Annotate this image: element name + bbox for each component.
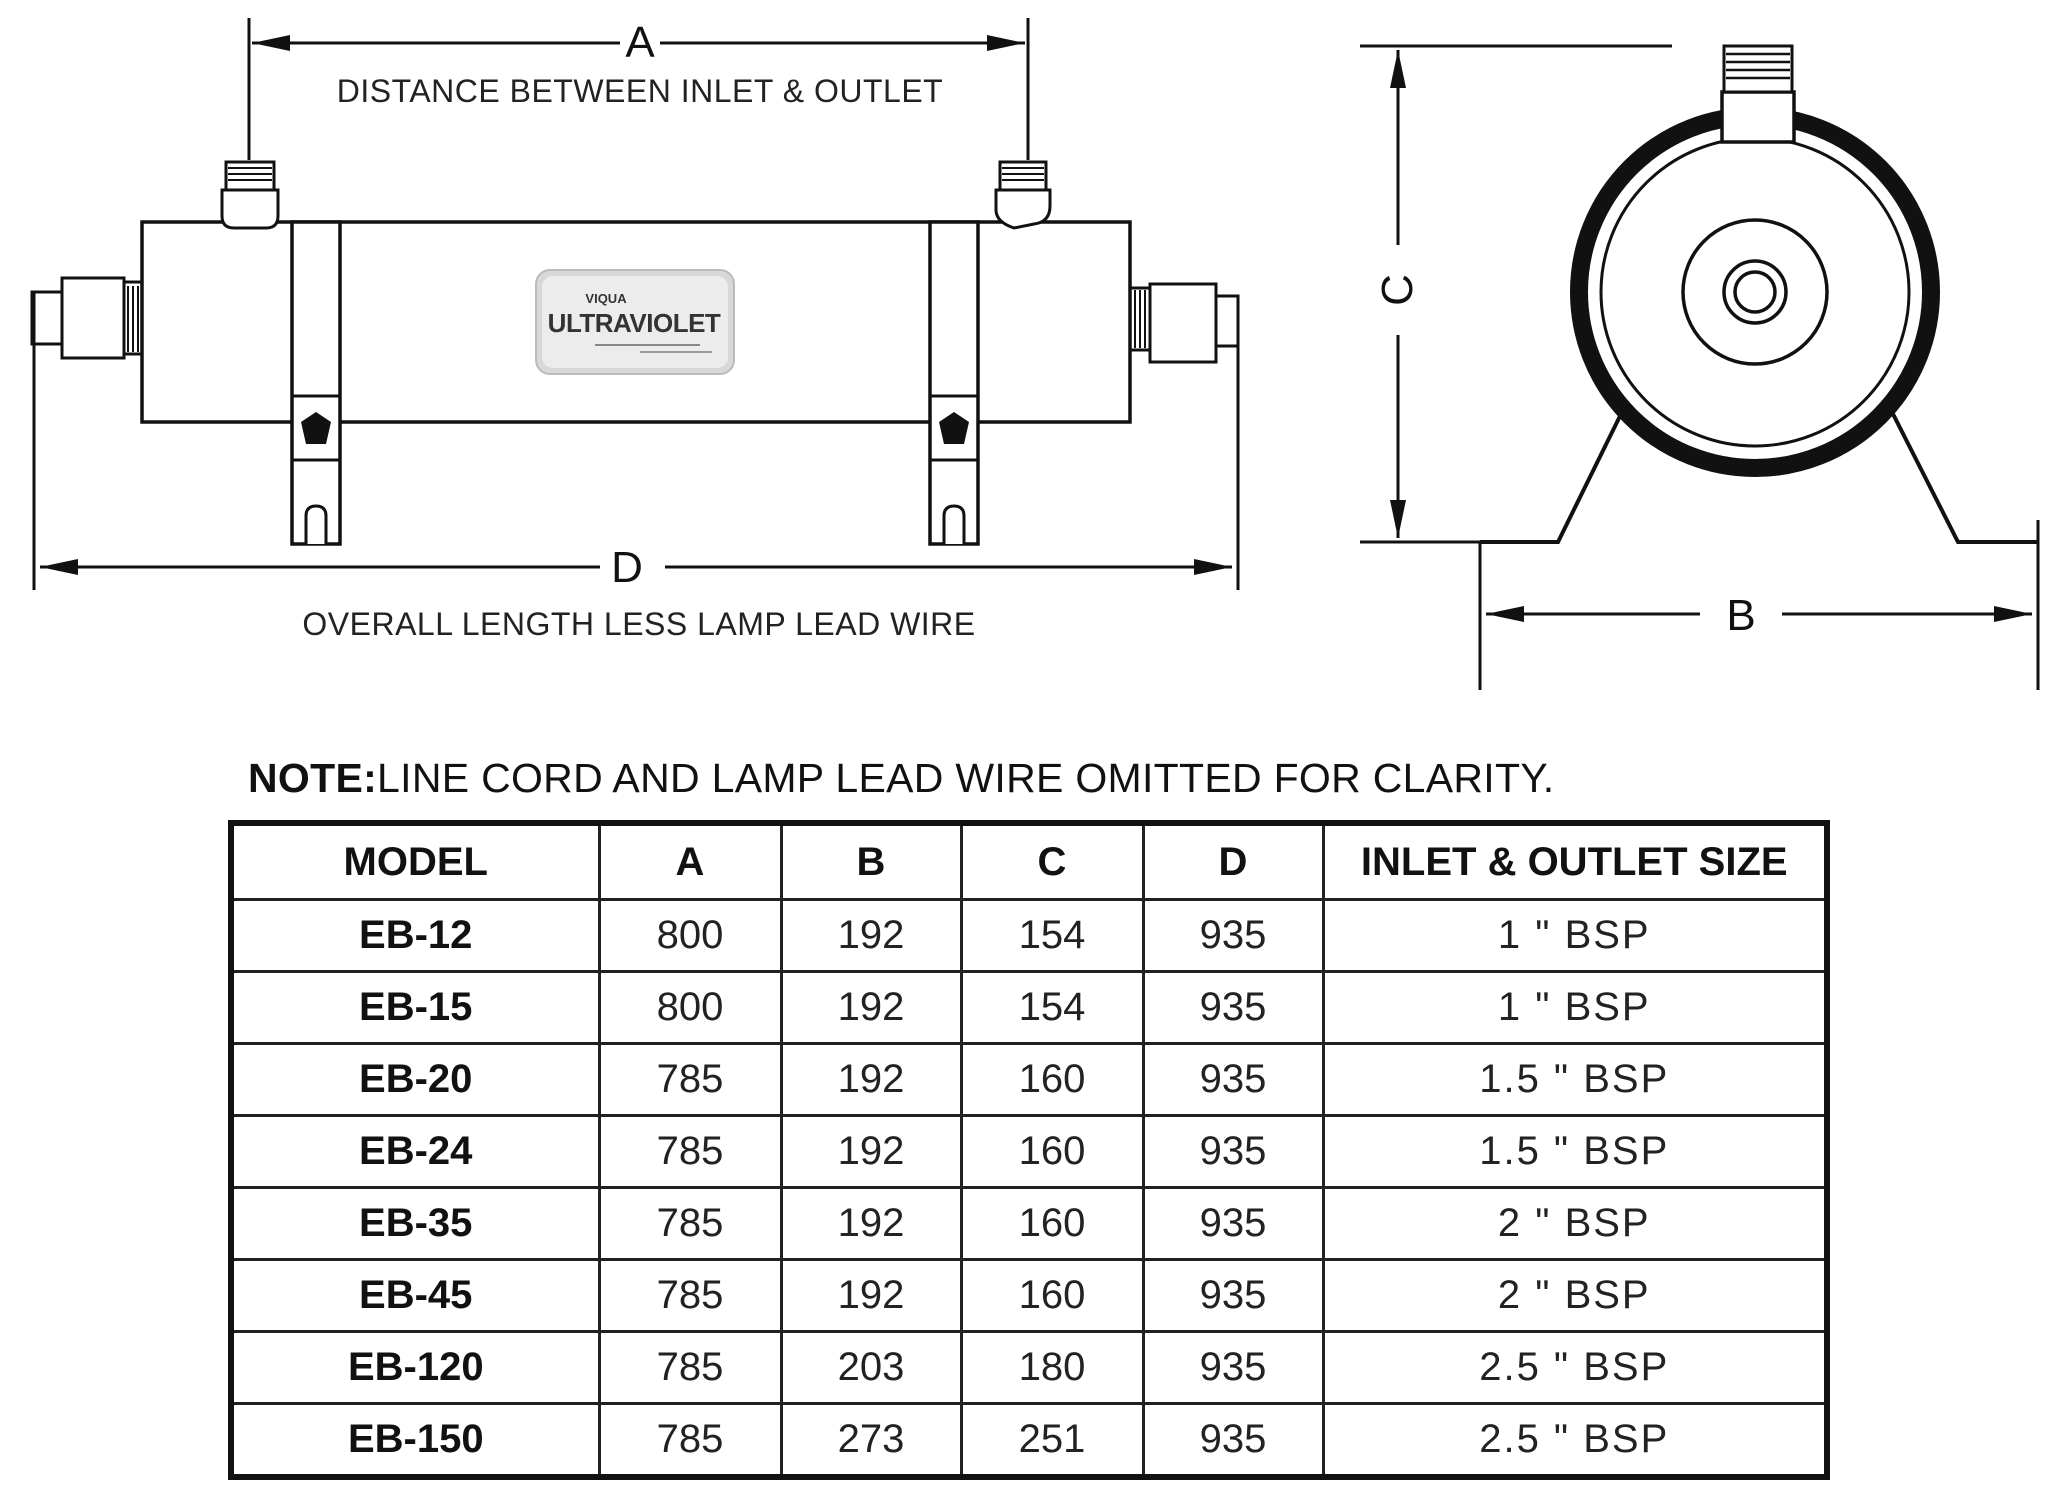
cell-model: EB-150 <box>229 1402 601 1479</box>
end-view-outlet-port <box>1720 44 1796 144</box>
model-dimensions-table: MODEL A B C D INLET & OUTLET SIZE EB-12 … <box>228 820 1830 1480</box>
table-row: EB-15 800 192 154 935 1 " BSP <box>229 970 1829 1045</box>
dimension-b <box>1486 606 2032 622</box>
cell-size: 1 " BSP <box>1321 970 1829 1045</box>
cell-a: 785 <box>597 1186 783 1261</box>
cell-b: 192 <box>779 898 963 973</box>
left-end-fitting <box>30 276 142 590</box>
cell-c: 160 <box>959 1186 1145 1261</box>
cell-c: 251 <box>959 1402 1145 1479</box>
header-c: C <box>959 821 1145 901</box>
cell-size: 2.5 " BSP <box>1321 1402 1829 1479</box>
dimension-a-label: A <box>625 18 655 67</box>
dimension-d-caption: OVERALL LENGTH LESS LAMP LEAD WIRE <box>302 606 975 642</box>
left-mounting-bracket <box>290 220 342 546</box>
cell-size: 1 " BSP <box>1321 898 1829 973</box>
outlet-port <box>994 160 1052 230</box>
table-row: EB-150 785 273 251 935 2.5 " BSP <box>229 1402 1829 1479</box>
header-inlet-outlet-size: INLET & OUTLET SIZE <box>1321 821 1829 901</box>
cell-a: 800 <box>597 898 783 973</box>
logo-brand-top: VIQUA <box>585 291 627 306</box>
cell-model: EB-120 <box>229 1330 601 1405</box>
cell-a: 785 <box>597 1258 783 1333</box>
dimension-a-caption: DISTANCE BETWEEN INLET & OUTLET <box>337 73 943 109</box>
inlet-port <box>220 160 280 230</box>
cell-size: 2 " BSP <box>1321 1258 1829 1333</box>
table-row: EB-20 785 192 160 935 1.5 " BSP <box>229 1042 1829 1117</box>
header-a: A <box>597 821 783 901</box>
cell-b: 192 <box>779 1042 963 1117</box>
cell-a: 785 <box>597 1042 783 1117</box>
ultraviolet-logo: VIQUA ULTRAVIOLET <box>535 269 735 375</box>
cell-b: 192 <box>779 1186 963 1261</box>
table-row: EB-12 800 192 154 935 1 " BSP <box>229 898 1829 973</box>
table-row: EB-120 785 203 180 935 2.5 " BSP <box>229 1330 1829 1405</box>
cell-d: 935 <box>1141 898 1325 973</box>
cell-d: 935 <box>1141 1042 1325 1117</box>
cell-a: 785 <box>597 1114 783 1189</box>
omission-note: NOTE:LINE CORD AND LAMP LEAD WIRE OMITTE… <box>248 755 1554 802</box>
cell-c: 160 <box>959 1114 1145 1189</box>
cell-model: EB-24 <box>229 1114 601 1189</box>
cell-b: 273 <box>779 1402 963 1479</box>
cell-size: 2 " BSP <box>1321 1186 1829 1261</box>
cell-a: 785 <box>597 1402 783 1479</box>
cell-b: 192 <box>779 1114 963 1189</box>
technical-drawing: A DISTANCE BETWEEN INLET & OUTLET <box>30 18 2040 690</box>
cell-model: EB-45 <box>229 1258 601 1333</box>
logo-brand-main: ULTRAVIOLET <box>548 308 721 338</box>
cell-d: 935 <box>1141 1114 1325 1189</box>
cell-model: EB-35 <box>229 1186 601 1261</box>
cell-c: 154 <box>959 898 1145 973</box>
cell-model: EB-20 <box>229 1042 601 1117</box>
cell-a: 800 <box>597 970 783 1045</box>
table-row: EB-24 785 192 160 935 1.5 " BSP <box>229 1114 1829 1189</box>
table-row: EB-35 785 192 160 935 2 " BSP <box>229 1186 1829 1261</box>
note-text: LINE CORD AND LAMP LEAD WIRE OMITTED FOR… <box>377 755 1555 801</box>
cell-model: EB-15 <box>229 970 601 1045</box>
right-mounting-bracket <box>928 220 980 546</box>
header-model: MODEL <box>229 821 601 901</box>
dimension-a <box>247 18 1030 160</box>
cell-d: 935 <box>1141 1402 1325 1479</box>
cell-b: 192 <box>779 970 963 1045</box>
mounting-saddle <box>1480 411 2038 544</box>
side-view: A DISTANCE BETWEEN INLET & OUTLET <box>30 18 1240 642</box>
cell-b: 192 <box>779 1258 963 1333</box>
cell-c: 180 <box>959 1330 1145 1405</box>
dimension-d <box>40 559 1232 575</box>
cell-size: 1.5 " BSP <box>1321 1042 1829 1117</box>
cell-c: 154 <box>959 970 1145 1045</box>
note-prefix: NOTE: <box>248 755 378 801</box>
cell-b: 203 <box>779 1330 963 1405</box>
header-b: B <box>779 821 963 901</box>
cell-c: 160 <box>959 1258 1145 1333</box>
table-row: EB-45 785 192 160 935 2 " BSP <box>229 1258 1829 1333</box>
dimension-c <box>1360 44 1672 544</box>
dimension-b-label: B <box>1726 591 1755 640</box>
header-d: D <box>1141 821 1325 901</box>
cell-d: 935 <box>1141 1330 1325 1405</box>
dimension-d-label: D <box>611 543 643 592</box>
dimension-c-label: C <box>1373 274 1422 306</box>
cell-d: 935 <box>1141 970 1325 1045</box>
cell-d: 935 <box>1141 1258 1325 1333</box>
cell-a: 785 <box>597 1330 783 1405</box>
cell-size: 2.5 " BSP <box>1321 1330 1829 1405</box>
cell-size: 1.5 " BSP <box>1321 1114 1829 1189</box>
table-header-row: MODEL A B C D INLET & OUTLET SIZE <box>229 821 1829 901</box>
cell-c: 160 <box>959 1042 1145 1117</box>
cell-d: 935 <box>1141 1186 1325 1261</box>
cell-model: EB-12 <box>229 898 601 973</box>
end-view: C B <box>1360 44 2040 690</box>
right-end-fitting <box>1130 282 1240 590</box>
end-cap-ring <box>1681 218 1829 366</box>
